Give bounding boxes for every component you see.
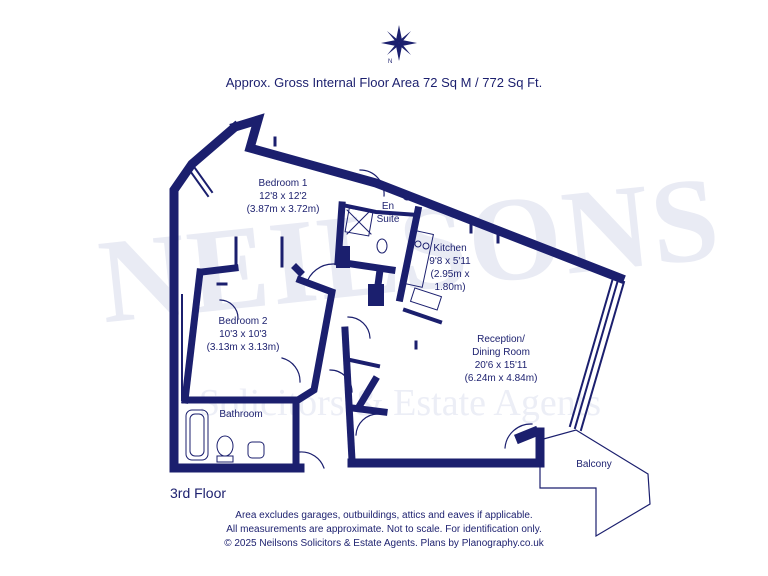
room-name: En xyxy=(381,201,395,212)
room-imperial: 9'8 x 5'11 xyxy=(429,256,471,267)
bathroom-fixtures xyxy=(185,409,265,463)
room-bedroom-2: Bedroom 2 10'3 x 10'3 (3.13m x 3.13m) xyxy=(198,315,288,354)
compass-icon: N xyxy=(381,25,417,64)
room-metric-line1: (2.95m x xyxy=(430,269,470,280)
left-window xyxy=(171,162,214,401)
doors xyxy=(219,169,533,469)
compass-north-label: N xyxy=(388,59,392,64)
room-name: Kitchen xyxy=(433,243,467,254)
floor-area-title: Approx. Gross Internal Floor Area 72 Sq … xyxy=(225,75,543,90)
room-kitchen: Kitchen 9'8 x 5'11 (2.95m x 1.80m) xyxy=(420,242,480,294)
wall-ticks xyxy=(216,136,500,350)
ensuite-fixtures xyxy=(344,191,412,254)
room-en-suite: En Suite xyxy=(370,200,406,226)
room-imperial: 10'3 x 10'3 xyxy=(219,329,267,340)
room-balcony: Balcony xyxy=(566,458,622,471)
room-imperial: 20'6 x 15'11 xyxy=(474,360,528,371)
room-name: Bathroom xyxy=(219,409,263,420)
room-name-line2: Suite xyxy=(376,214,400,225)
footer-line-3: © 2025 Neilsons Solicitors & Estate Agen… xyxy=(224,538,544,549)
room-metric: (3.87m x 3.72m) xyxy=(246,204,320,215)
room-metric-line2: 1.80m) xyxy=(434,282,466,293)
outer-walls xyxy=(169,113,626,473)
room-metric: (3.13m x 3.13m) xyxy=(206,342,280,353)
balcony-outline xyxy=(539,429,651,538)
footer-line-1: Area excludes garages, outbuildings, att… xyxy=(235,510,533,521)
room-metric: (6.24m x 4.84m) xyxy=(464,373,538,384)
room-bathroom: Bathroom xyxy=(206,408,276,421)
room-name: Bedroom 2 xyxy=(218,316,268,327)
footer-disclaimer: Area excludes garages, outbuildings, att… xyxy=(0,509,768,551)
kitchen-fixtures xyxy=(403,230,443,311)
room-name: Reception/ xyxy=(477,334,525,345)
room-imperial: 12'8 x 12'2 xyxy=(259,191,307,202)
room-name-line2: Dining Room xyxy=(472,347,530,358)
floor-label: 3rd Floor xyxy=(170,485,227,501)
room-name: Balcony xyxy=(576,459,612,470)
interior-walls xyxy=(181,201,423,472)
right-window-wall xyxy=(568,276,626,432)
room-bedroom-1: Bedroom 1 12'8 x 12'2 (3.87m x 3.72m) xyxy=(228,177,338,216)
footer-line-2: All measurements are approximate. Not to… xyxy=(226,524,542,535)
room-reception: Reception/ Dining Room 20'6 x 15'11 (6.2… xyxy=(446,333,556,385)
room-name: Bedroom 1 xyxy=(258,178,308,189)
